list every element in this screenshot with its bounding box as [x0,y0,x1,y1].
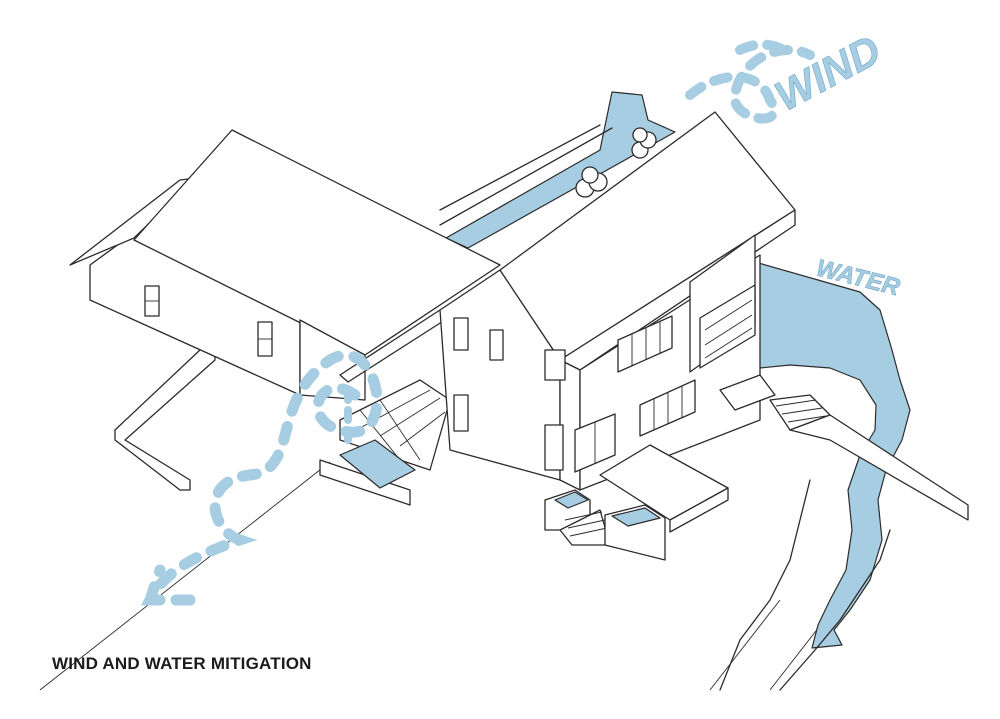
diagram-caption: WIND AND WATER MITIGATION [52,654,312,673]
house-left-wing [69,129,501,401]
water-river [719,261,911,691]
site-wall [114,349,216,491]
decks-and-planters [544,374,969,561]
pergola [319,309,451,506]
house-main [439,111,796,491]
wind-path-arrow [141,39,815,606]
wind-channel [439,91,676,249]
wind-label: WIND [767,26,888,120]
diagram-labels: WIND WATER [767,26,904,302]
